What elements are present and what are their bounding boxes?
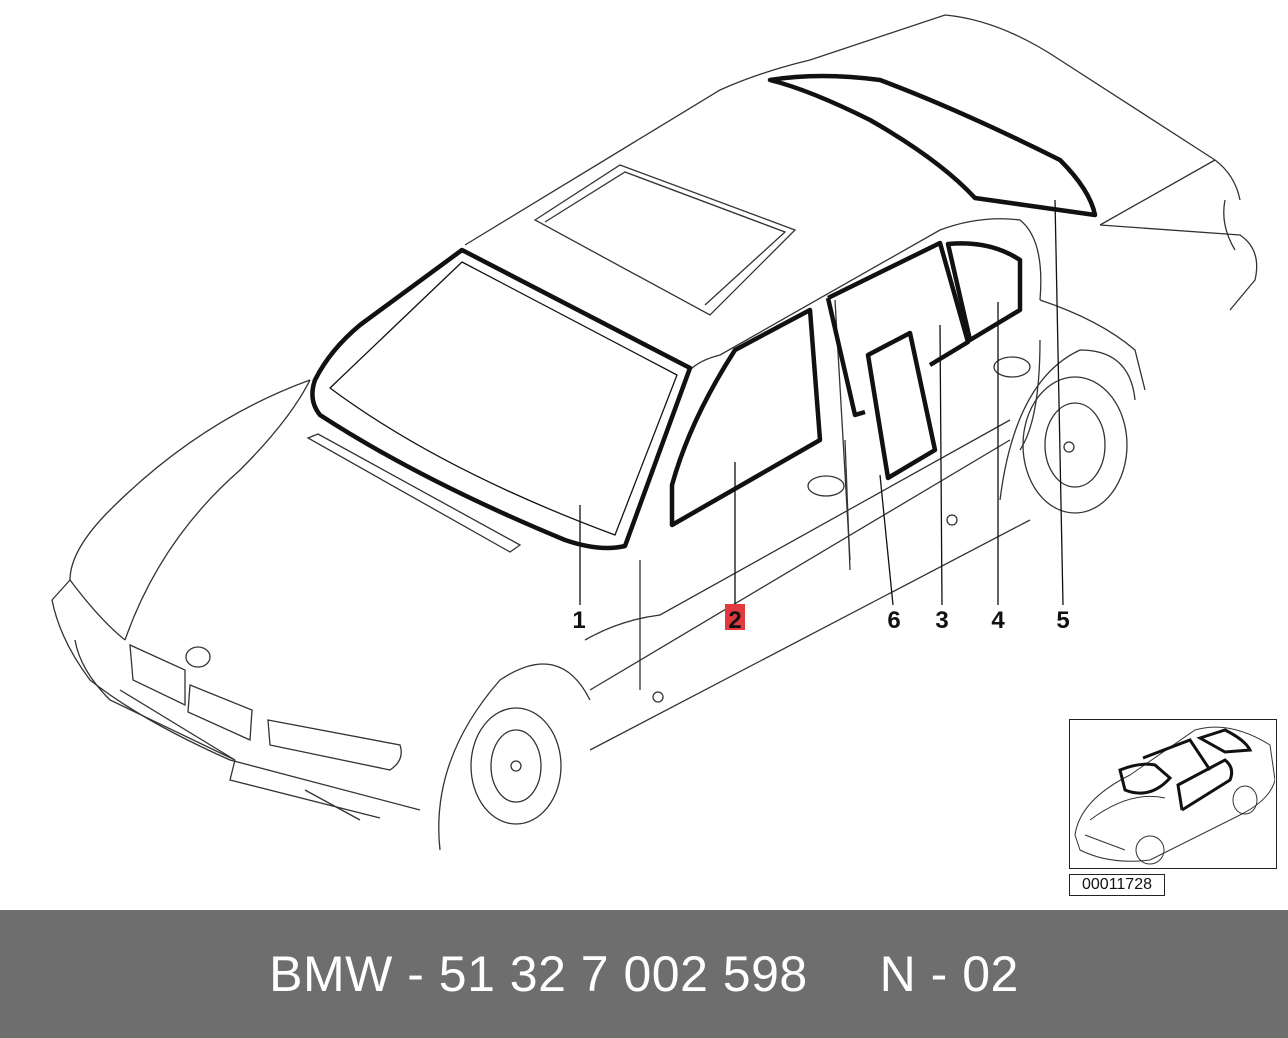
callout-4[interactable]: 4 [991,607,1005,634]
callout-5[interactable]: 5 [1056,607,1069,634]
footer-bar: BMW - 51 32 7 002 598 N - 02 [0,910,1288,1038]
callout-highlight-2 [725,604,745,630]
car-outline-drawing: 1 2 6 3 4 5 [51,14,1258,851]
callout-2[interactable]: 2 [728,607,741,634]
thumbnail-car-drawing [1074,726,1276,865]
callout-1[interactable]: 1 [572,607,585,634]
callout-6[interactable]: 6 [887,607,900,634]
car-body-outline [51,14,1258,851]
parts-diagram: 1 2 6 3 4 5 00011728 [51,14,1277,896]
leader-lines [579,199,1064,606]
model-thumbnail [1069,719,1277,869]
thumbnail-code: 00011728 [1069,874,1165,896]
callout-3[interactable]: 3 [935,607,948,634]
part-number-caption: BMW - 51 32 7 002 598 N - 02 [269,946,1019,1002]
glass-seal-outlines [310,73,1098,551]
